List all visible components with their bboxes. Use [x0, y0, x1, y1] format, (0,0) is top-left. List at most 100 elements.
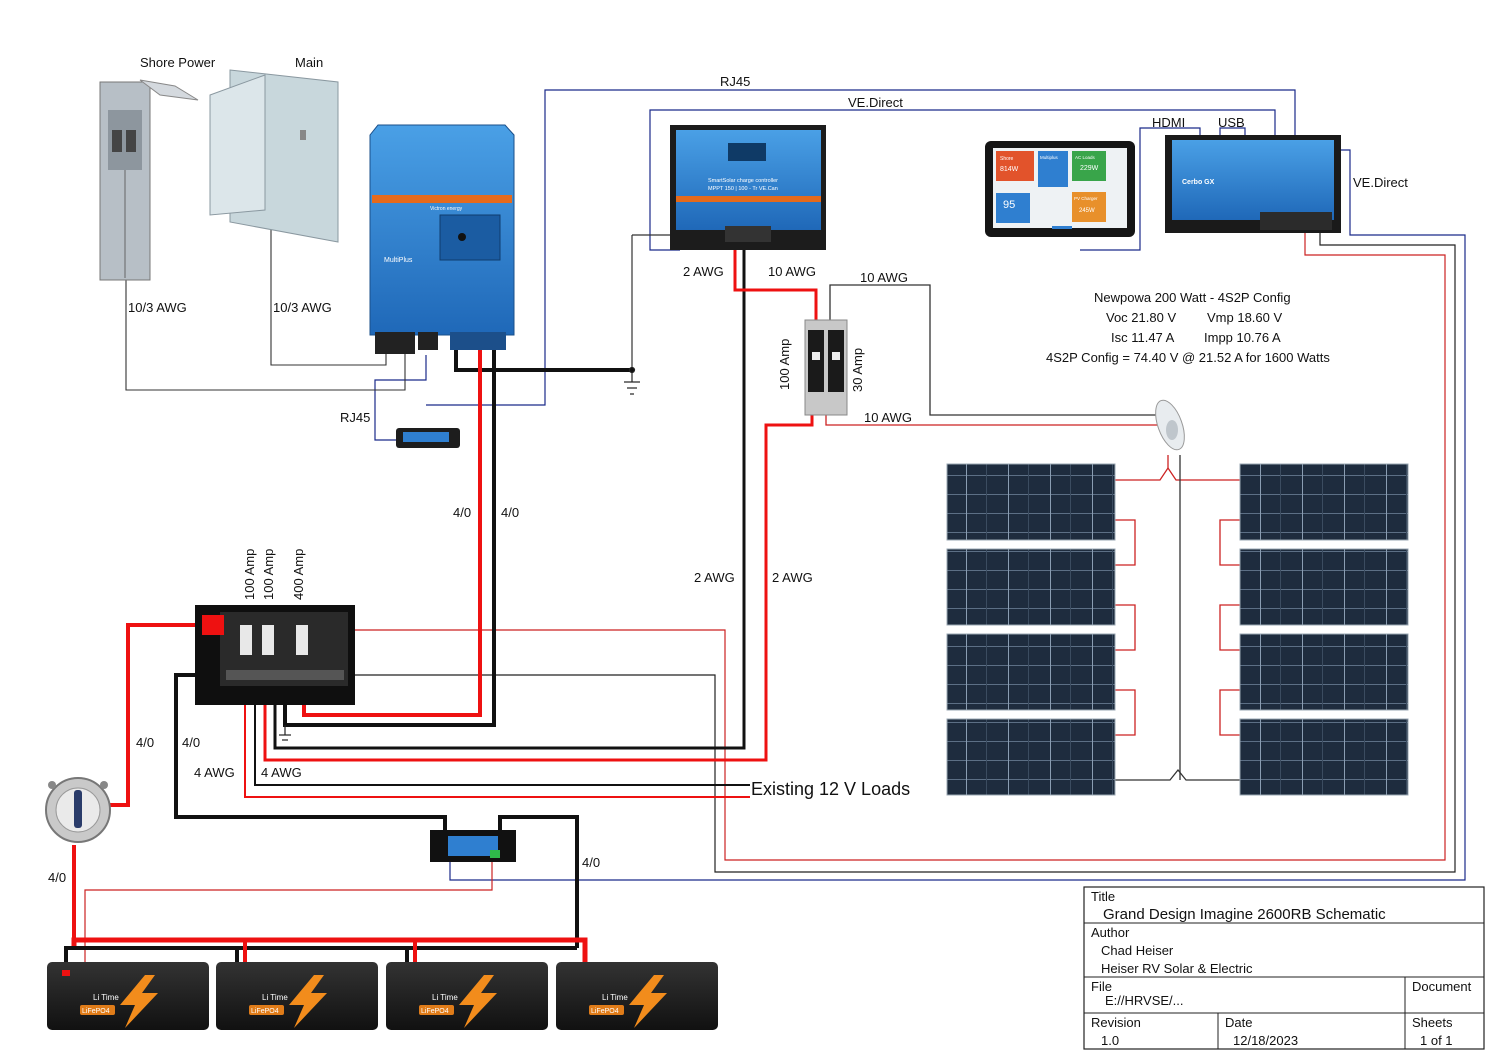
- ve-direct-top-label: VE.Direct: [848, 95, 903, 110]
- battery-4: Li Time LiFePO4: [556, 962, 718, 1030]
- battery-disconnect-switch: [45, 777, 111, 843]
- battery-3: Li Time LiFePO4: [386, 962, 548, 1030]
- usb-cable: [1219, 127, 1246, 135]
- battery-1: Li Time LiFePO4: [47, 962, 209, 1030]
- cerbo-label: Cerbo GX: [1182, 179, 1215, 186]
- solar-wires: [825, 284, 1240, 781]
- ac-wires: [125, 215, 406, 391]
- existing-loads-label: Existing 12 V Loads: [751, 779, 910, 799]
- solar-array: [946, 463, 1409, 796]
- cable-40-e-label: 4/0: [48, 870, 66, 885]
- cable-40-a-label: 4/0: [453, 505, 471, 520]
- multiplus-inverter: MultiPlus Victron energy: [369, 124, 515, 354]
- busbar-400-label: 400 Amp: [291, 549, 306, 600]
- shore-power-pedestal: [99, 79, 199, 281]
- revision-label: Revision: [1091, 1015, 1141, 1030]
- awg-10-3-left-label: 10/3 AWG: [128, 300, 187, 315]
- awg-10-3-right-label: 10/3 AWG: [273, 300, 332, 315]
- roof-entry-gland: [1155, 399, 1185, 451]
- solar-panel: [946, 463, 1116, 541]
- rj45-cable: [426, 89, 1296, 406]
- gx-tile-pv-title: PV Charger: [1074, 196, 1098, 201]
- dc-cables: [64, 234, 818, 965]
- multiplus-brand-label: Victron energy: [430, 206, 463, 212]
- pv-breaker-block: [804, 319, 848, 416]
- busbar-100-b-label: 100 Amp: [261, 549, 276, 600]
- date-label: Date: [1225, 1015, 1252, 1030]
- solar-panel: [1239, 718, 1409, 796]
- solar-panel: [1239, 463, 1409, 541]
- solar-spec-isc: Isc 11.47 A: [1111, 330, 1175, 345]
- ve-direct-right-label: VE.Direct: [1353, 175, 1408, 190]
- ground-symbol: [624, 366, 640, 395]
- thin-wires: [84, 233, 1456, 965]
- awg-10-b-label: 10 AWG: [860, 270, 908, 285]
- awg-2-left-label: 2 AWG: [694, 570, 735, 585]
- solar-spec-config: 4S2P Config = 74.40 V @ 21.52 A for 1600…: [1046, 350, 1330, 365]
- battery-brand-label: Li Time: [262, 993, 288, 1002]
- multiplus-label: MultiPlus: [384, 257, 413, 264]
- battery-chem-label: LiFePO4: [82, 1008, 110, 1015]
- mppt-charge-controller: SmartSolar charge controller MPPT 150 | …: [670, 125, 826, 250]
- gx-touch-display: Shore 814W Multiplus AC Loads 229W 95 PV…: [985, 141, 1135, 237]
- mk3-interface: [396, 428, 460, 448]
- wire-labels: Shore Power Main RJ45 VE.Direct HDMI USB…: [48, 55, 1408, 885]
- battery-chem-label: LiFePO4: [251, 1008, 279, 1015]
- solar-spec-block: Newpowa 200 Watt - 4S2P Config Voc 21.80…: [1046, 290, 1330, 365]
- fuse-30-label: 30 Amp: [850, 348, 865, 392]
- awg-4-b-label: 4 AWG: [261, 765, 302, 780]
- solar-spec-voc: Voc 21.80 V: [1106, 310, 1176, 325]
- mppt-model-label: MPPT 150 | 100 - Tr VE.Can: [708, 186, 778, 192]
- rj45-left-label: RJ45: [340, 410, 370, 425]
- revision-value: 1.0: [1101, 1033, 1119, 1048]
- gx-tile-shore-title: Shore: [1000, 156, 1014, 162]
- battery-chem-label: LiFePO4: [421, 1008, 449, 1015]
- ve-direct-cable-shunt: [449, 149, 1466, 881]
- hdmi-label: HDMI: [1152, 115, 1185, 130]
- cable-40-c-label: 4/0: [136, 735, 154, 750]
- awg-10-a-label: 10 AWG: [768, 264, 816, 279]
- solar-panel: [946, 718, 1116, 796]
- rj45-interface-cable: [374, 355, 427, 441]
- shore-power-label: Shore Power: [140, 55, 216, 70]
- solar-spec-impp: Impp 10.76 A: [1204, 330, 1281, 345]
- company-value: Heiser RV Solar & Electric: [1101, 961, 1253, 976]
- solar-spec-title: Newpowa 200 Watt - 4S2P Config: [1094, 290, 1291, 305]
- sheets-label: Sheets: [1412, 1015, 1453, 1030]
- mppt-brand-label: SmartSolar charge controller: [708, 178, 778, 184]
- battery-chem-label: LiFePO4: [591, 1008, 619, 1015]
- cable-40-b-label: 4/0: [501, 505, 519, 520]
- document-label: Document: [1412, 979, 1472, 994]
- solar-panel: [1239, 548, 1409, 626]
- data-wires: [374, 89, 1466, 881]
- awg-2-right-label: 2 AWG: [772, 570, 813, 585]
- awg-4-a-label: 4 AWG: [194, 765, 235, 780]
- author-label: Author: [1091, 925, 1130, 940]
- solar-spec-vmp: Vmp 18.60 V: [1207, 310, 1282, 325]
- smart-shunt: [430, 830, 516, 862]
- gx-tile-inverter-title: Multiplus: [1040, 155, 1059, 160]
- solar-panel: [946, 548, 1116, 626]
- battery-bank: Li Time LiFePO4 Li Time LiFePO4 Li Time …: [47, 962, 718, 1030]
- title-value: Grand Design Imagine 2600RB Schematic: [1103, 906, 1386, 923]
- title-block: Title Grand Design Imagine 2600RB Schema…: [1083, 886, 1485, 1050]
- gx-tile-shore-value: 814W: [1000, 166, 1019, 173]
- solar-panel: [946, 633, 1116, 711]
- busbar-100-a-label: 100 Amp: [242, 549, 257, 600]
- hdmi-cable: [1080, 127, 1201, 251]
- ve-direct-cable-mppt: [649, 109, 1276, 251]
- battery-brand-label: Li Time: [93, 993, 119, 1002]
- battery-brand-label: Li Time: [602, 993, 628, 1002]
- battery-brand-label: Li Time: [432, 993, 458, 1002]
- main-label: Main: [295, 55, 323, 70]
- cable-40-d-label: 4/0: [182, 735, 200, 750]
- date-value: 12/18/2023: [1233, 1033, 1298, 1048]
- main-panel: [209, 69, 339, 243]
- author-value: Chad Heiser: [1101, 943, 1174, 958]
- cerbo-gx: Cerbo GX: [1165, 135, 1341, 233]
- battery-2: Li Time LiFePO4: [216, 962, 378, 1030]
- gx-tile-pv-value: 245W: [1079, 208, 1095, 214]
- gx-tile-loads-value: 229W: [1080, 165, 1099, 172]
- solar-panel: [1239, 633, 1409, 711]
